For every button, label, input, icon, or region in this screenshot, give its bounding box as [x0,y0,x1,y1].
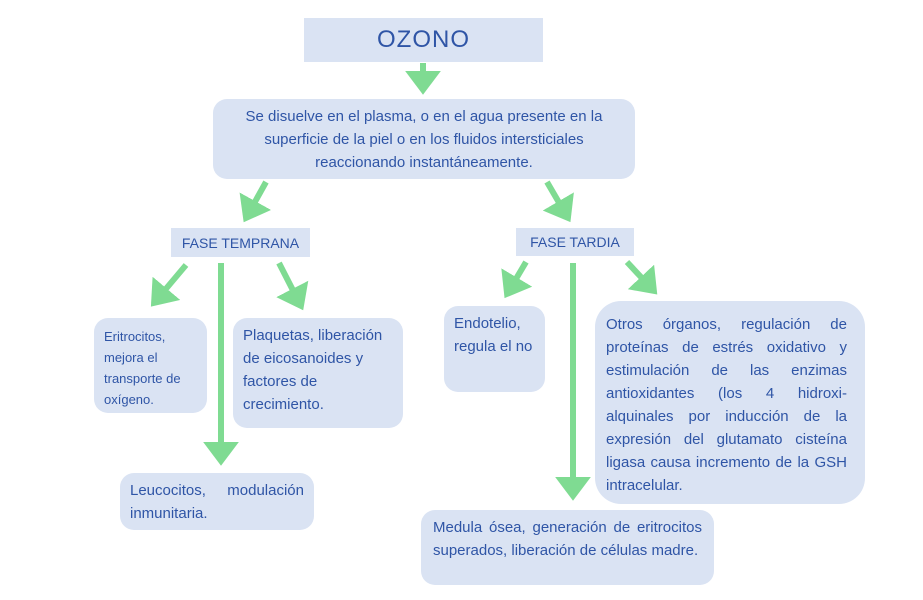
title-text: OZONO [377,26,470,53]
eritrocitos-text: Eritrocitos, mejora el transporte de oxí… [104,329,181,407]
arrow-late-to-endotelio [501,260,533,299]
otros-organos-text: Otros órganos, regulación de proteínas d… [606,316,847,494]
arrow-root-to-late [542,180,574,223]
plaquetas-text: Plaquetas, liberación de eicosanoides y … [243,327,383,413]
plaquetas-node: Plaquetas, liberación de eicosanoides y … [233,318,403,428]
endotelio-node: Endotelio, regula el no [444,306,545,392]
arrow-early-to-plaquetas [276,261,309,311]
arrow-root-to-early [239,180,272,223]
medula-node: Medula ósea, generación de eritrocitos s… [421,510,714,585]
phase-early-label: FASE TEMPRANA [181,234,300,251]
endotelio-text: Endotelio, regula el no [454,315,533,355]
otros-organos-node: Otros órganos, regulación de proteínas d… [595,301,865,504]
eritrocitos-node: Eritrocitos, mejora el transporte de oxí… [94,318,207,413]
medula-text: Medula ósea, generación de eritrocitos s… [433,519,702,559]
phase-late-node: FASE TARDIA [516,228,634,256]
title-node: OZONO [304,18,543,62]
root-node: Se disuelve en el plasma, o en el agua p… [213,99,635,179]
root-text: Se disuelve en el plasma, o en el agua p… [245,107,603,171]
arrow-early-to-eritrocitos [150,263,189,307]
phase-late-label: FASE TARDIA [530,234,620,250]
arrow-late-to-otros [624,259,658,295]
leucocitos-text: Leucocitos, modulación inmunitaria. [130,482,304,522]
phase-early-node: FASE TEMPRANA [171,228,310,257]
leucocitos-node: Leucocitos, modulación inmunitaria. [120,473,314,530]
